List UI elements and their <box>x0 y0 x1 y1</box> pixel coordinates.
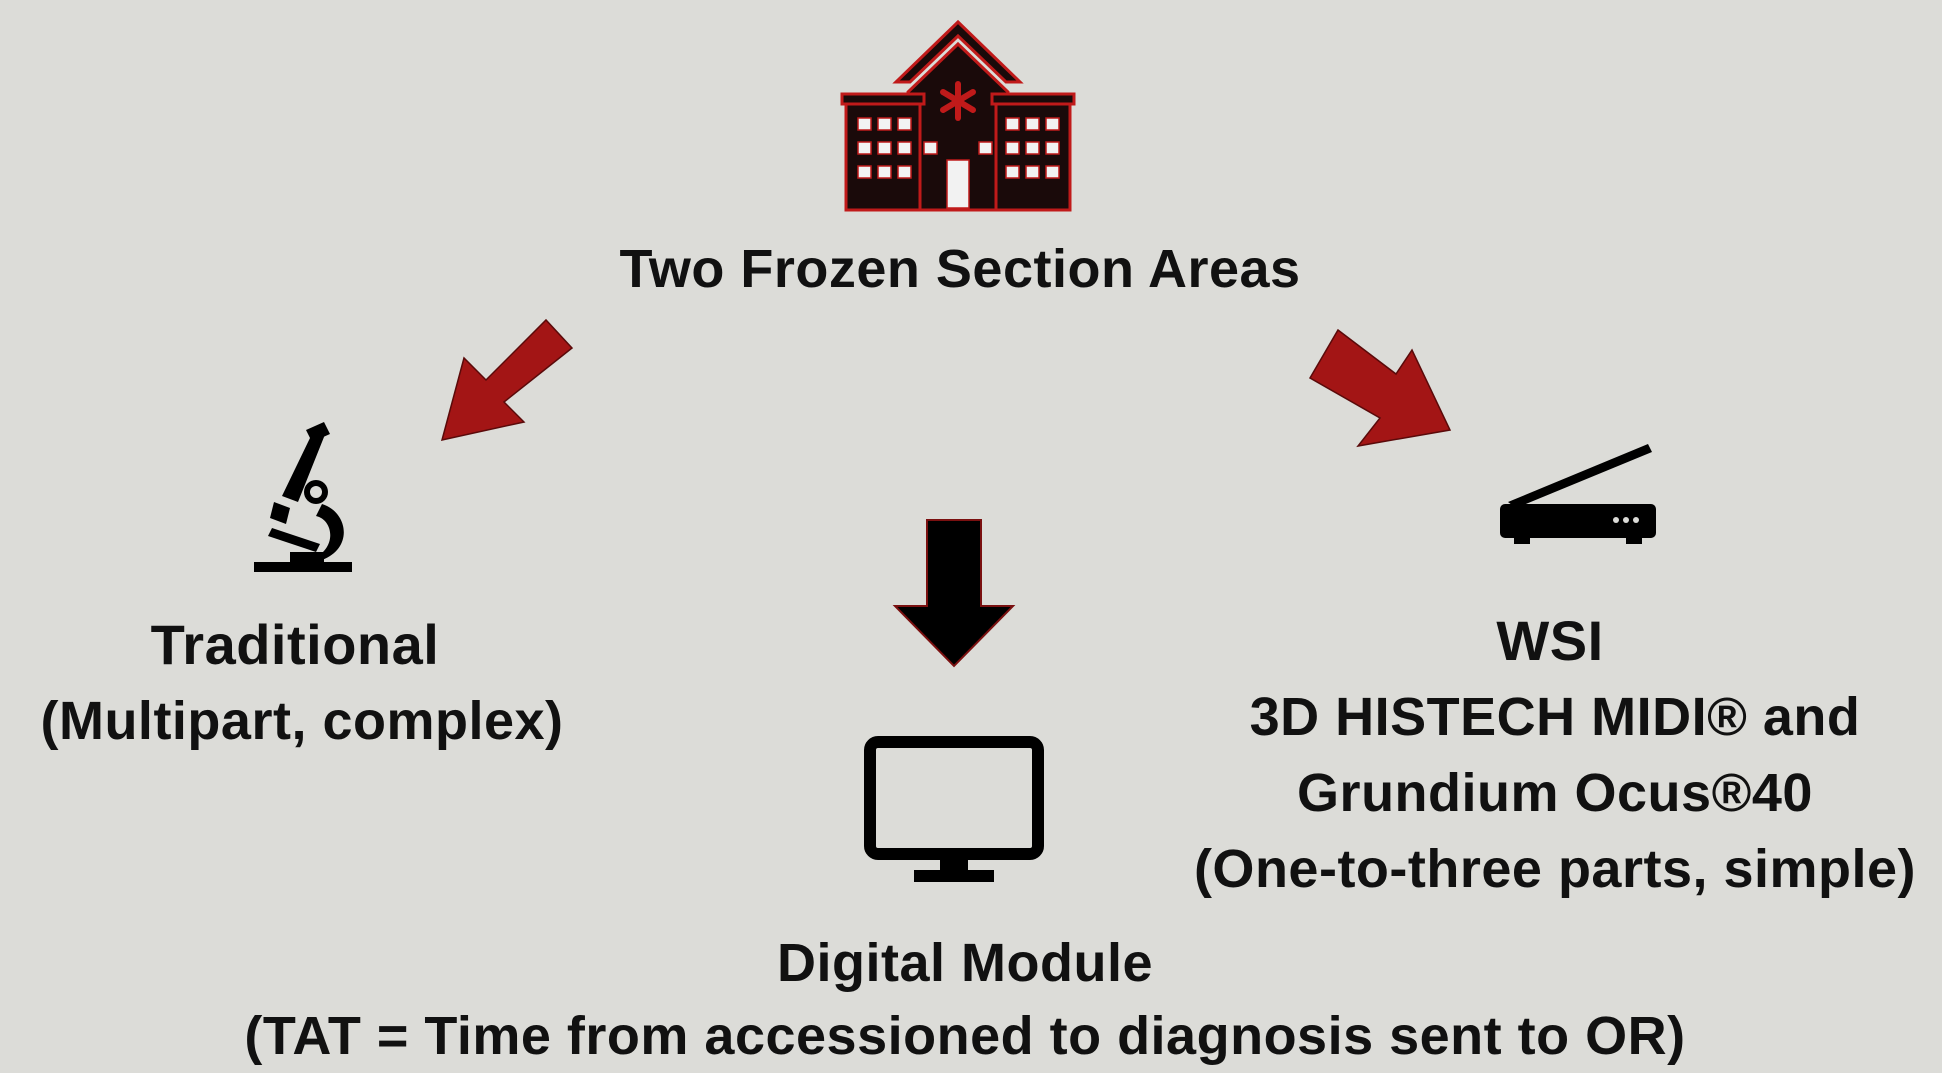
center-title: Two Frozen Section Areas <box>619 239 1301 299</box>
right-line4: (One-to-three parts, simple) <box>1193 839 1917 899</box>
left-title: Traditional <box>150 613 440 676</box>
arrow-down-right-icon <box>1308 328 1452 448</box>
monitor-icon <box>864 736 1044 882</box>
right-title: WSI <box>1496 609 1604 672</box>
scanner-icon <box>1500 444 1656 544</box>
microscope-icon <box>254 422 352 572</box>
left-subtitle: (Multipart, complex) <box>40 691 564 751</box>
hospital-icon <box>840 19 1076 212</box>
right-line3: Grundium Ocus®40 <box>1297 763 1813 823</box>
right-line2: 3D HISTECH MIDI® and <box>1249 687 1861 747</box>
arrow-down-icon <box>892 519 1016 668</box>
bottom-title: Digital Module <box>777 933 1153 993</box>
arrow-down-left-icon <box>440 318 574 441</box>
bottom-subtitle: (TAT = Time from accessioned to diagnosi… <box>244 1006 1686 1066</box>
